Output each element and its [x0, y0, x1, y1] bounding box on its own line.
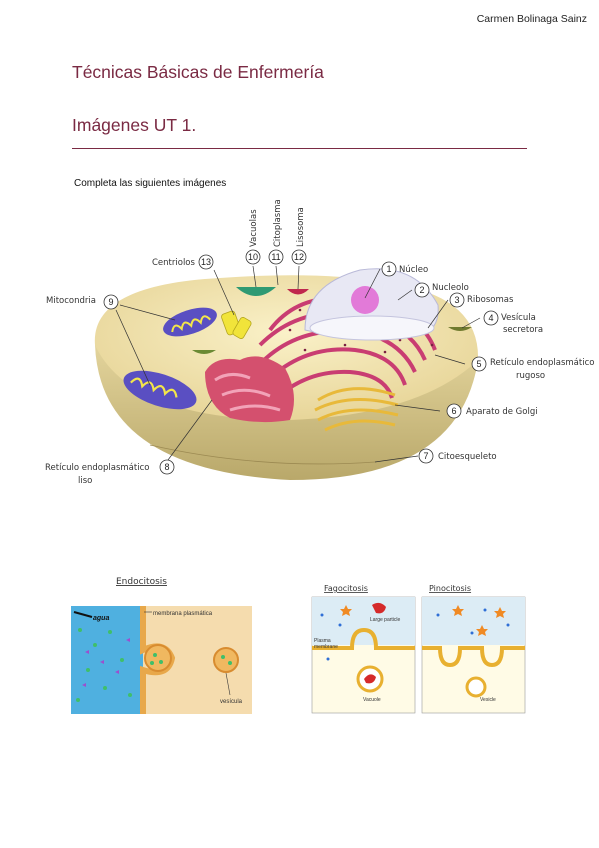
fagocitosis-diagram: Fagocitosis Large particle Plasma membra… [311, 584, 416, 714]
fagocitosis-heading: Fagocitosis [324, 584, 368, 593]
label-mitocondria: Mitocondria [46, 296, 96, 306]
label-vacuolas: Vacuolas [249, 209, 259, 247]
svg-text:12: 12 [294, 252, 304, 262]
svg-text:5: 5 [476, 359, 481, 369]
pinocitosis-heading: Pinocitosis [429, 584, 471, 593]
smooth-er [205, 356, 294, 423]
animal-cell-diagram: 1 2 3 4 5 6 7 8 9 10 11 12 13 Núcleo Nuc… [45, 199, 594, 486]
pinocitosis-diagram: Pinocitosis Vesicle [421, 584, 526, 714]
vesicle-label: Vesicle [480, 697, 496, 703]
label-rer: Retículo endoplasmático [490, 358, 594, 368]
label-ribosomas: Ribosomas [467, 295, 514, 305]
svg-text:3: 3 [454, 295, 459, 305]
handwritten-labels: Núcleo Nucleolo Ribosomas Vesícula secre… [45, 199, 594, 486]
label-centriolos: Centriolos [152, 258, 196, 268]
endocitosis-diagram: Endocitosis agua membrana plasmática ves… [71, 577, 252, 714]
svg-text:11: 11 [271, 252, 280, 262]
cytoskeleton [149, 444, 376, 465]
agua-label: agua [93, 615, 109, 622]
label-secretora: secretora [503, 325, 543, 335]
instructions-text: Completa las siguientes imágenes [74, 178, 227, 189]
label-rugoso: rugoso [516, 371, 545, 381]
svg-text:6: 6 [451, 406, 456, 416]
secretory-vesicle [448, 327, 472, 331]
document-subtitle: Imágenes UT 1. [72, 115, 197, 135]
large-particle-label: Large particle [370, 617, 401, 623]
vesicula-label: vesícula [220, 699, 243, 705]
label-markers [103, 249, 499, 475]
centrioles [221, 310, 252, 339]
golgi-apparatus [314, 387, 399, 432]
svg-text:13: 13 [201, 257, 211, 267]
vacuole [236, 287, 276, 296]
membrana-label: membrana plasmática [153, 611, 213, 617]
small-vesicle [192, 350, 216, 354]
label-citoplasma: Citoplasma [273, 199, 283, 247]
svg-text:1: 1 [386, 264, 391, 274]
label-lisosoma: Lisosoma [296, 207, 306, 247]
label-golgi: Aparato de Golgi [466, 407, 538, 417]
label-liso: liso [78, 476, 92, 486]
nucleus [304, 268, 439, 341]
author-name: Carmen Bolinaga Sainz [476, 13, 587, 25]
label-numbers: 1 2 3 4 5 6 7 8 9 10 11 12 13 [108, 252, 493, 472]
label-nucleo: Núcleo [399, 265, 428, 275]
document-title: Técnicas Básicas de Enfermería [72, 62, 324, 82]
label-citoesqueleto: Citoesqueleto [438, 452, 497, 462]
plasma-label-1: Plasma [314, 638, 331, 644]
label-vesicula: Vesícula [501, 313, 536, 323]
leader-lines [115, 265, 481, 463]
label-nucleolo: Nucleolo [432, 283, 469, 293]
mitochondria [123, 307, 217, 410]
plasma-label-2: membrane [314, 644, 338, 650]
svg-text:8: 8 [164, 462, 169, 472]
svg-text:7: 7 [423, 451, 428, 461]
endocitosis-heading: Endocitosis [116, 577, 167, 587]
svg-text:2: 2 [419, 285, 424, 295]
svg-text:4: 4 [488, 313, 493, 323]
vacuole-label: Vacuole [363, 697, 381, 703]
label-rel: Retículo endoplasmático [45, 463, 149, 473]
svg-text:10: 10 [248, 252, 258, 262]
svg-text:9: 9 [108, 297, 113, 307]
lysosome [287, 289, 309, 295]
title-divider [72, 148, 527, 149]
